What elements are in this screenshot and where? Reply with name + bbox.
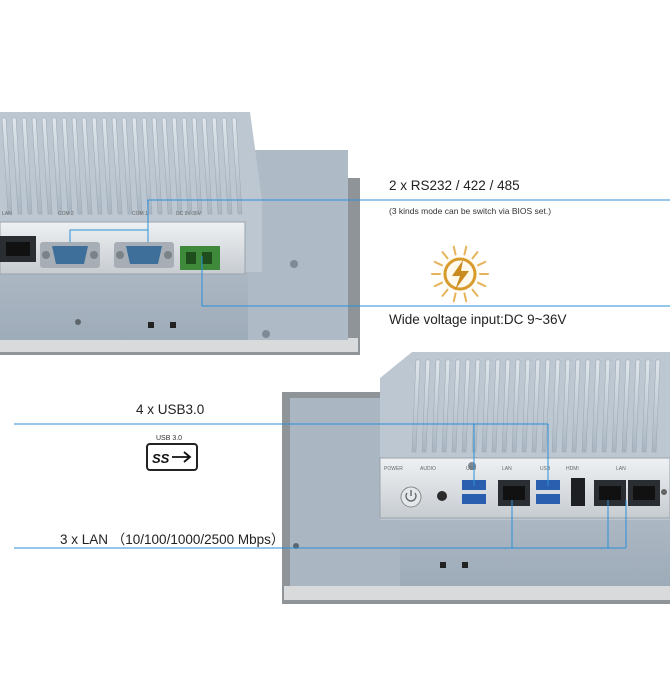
heatsink-fin (541, 359, 551, 453)
heatsink-fin (611, 359, 621, 453)
heatsink-fin (591, 359, 601, 453)
heatsink-fin (151, 117, 163, 215)
bottom-heatsink-fins (411, 359, 661, 453)
callout-lines (14, 199, 670, 549)
usb-port (462, 494, 486, 504)
heatsink-fin (171, 117, 183, 215)
usb3-logo-icon: SS USB 3.0 (146, 435, 198, 471)
heatsink-fin (521, 359, 531, 453)
heatsink-fin (71, 117, 83, 215)
lightning-ray (477, 260, 487, 267)
usb-logo-mark: SS (152, 451, 170, 466)
bottom-label-lan2: LAN (616, 466, 626, 472)
bottom-label-audio: AUDIO (420, 466, 436, 472)
lightning-ray (471, 288, 479, 297)
usb-port (536, 494, 560, 504)
audio-jack (437, 491, 447, 501)
bottom-label-usb2: USB (540, 466, 551, 472)
heatsink-fin (561, 359, 571, 453)
bottom-panel-pc: POWER AUDIO USB LAN USB HDMI LAN (282, 352, 670, 604)
lightning-ray (463, 245, 468, 256)
serial-callout-title: 2 x RS232 / 422 / 485 (389, 178, 520, 193)
heatsink-fin (601, 359, 611, 453)
power-callout-title: Wide voltage input:DC 9~36V (389, 312, 567, 327)
top-label-dc: DC 9V-36V (176, 211, 202, 217)
heatsink-fin (91, 117, 103, 215)
top-label-com1: COM 1 (132, 211, 148, 217)
lightning-bolt-icon (428, 242, 492, 306)
heatsink-fin (461, 359, 471, 453)
heatsink-fin (1, 117, 13, 215)
com1-port (114, 242, 174, 268)
heatsink-fin (581, 359, 591, 453)
heatsink-fin (481, 359, 491, 453)
lightning-ray (441, 288, 449, 297)
top-panel-pc: LAN COM 2 COM 1 DC 9V-36V (0, 112, 360, 355)
com2-port (40, 242, 100, 268)
lightning-ray (441, 251, 449, 260)
heatsink-fin (21, 117, 33, 215)
lightning-ray (433, 260, 443, 267)
heatsink-fin (491, 359, 501, 453)
heatsink-fin (651, 359, 661, 453)
heatsink-fin (211, 117, 223, 215)
heatsink-fin (431, 359, 441, 453)
heatsink-fin (221, 117, 233, 215)
usb-callout-title: 4 x USB3.0 (136, 402, 205, 417)
heatsink-fin (51, 117, 63, 215)
top-label-com2: COM 2 (58, 211, 74, 217)
heatsink-fin (181, 117, 193, 215)
heatsink-fin (441, 359, 451, 453)
heatsink-fin (621, 359, 631, 453)
heatsink-fin (41, 117, 53, 215)
heatsink-fin (551, 359, 561, 453)
top-label-lan: LAN (2, 211, 12, 217)
power-callout-line (201, 256, 670, 307)
heatsink-fin (501, 359, 511, 453)
heatsink-fin (411, 359, 421, 453)
heatsink-fin (121, 117, 133, 215)
top-heatsink-fins (1, 117, 243, 215)
heatsink-fin (31, 117, 43, 215)
heatsink-fin (571, 359, 581, 453)
bottom-label-lan1: LAN (502, 466, 512, 472)
heatsink-fin (101, 117, 113, 215)
heatsink-fin (631, 359, 641, 453)
lightning-ray (477, 281, 487, 288)
serial-bracket-line (69, 229, 149, 242)
heatsink-fin (61, 117, 73, 215)
heatsink-fin (191, 117, 203, 215)
lan-callout-title: 3 x LAN （10/100/1000/2500 Mbps） (60, 532, 285, 547)
lightning-ray (452, 292, 457, 303)
heatsink-fin (231, 117, 243, 215)
heatsink-fin (201, 117, 213, 215)
heatsink-fin (451, 359, 461, 453)
heatsink-fin (141, 117, 153, 215)
usb-logo-caption: USB 3.0 (156, 435, 182, 442)
dc-terminal (180, 246, 220, 270)
bottom-label-power: POWER (384, 466, 403, 472)
heatsink-fin (131, 117, 143, 215)
heatsink-fin (81, 117, 93, 215)
bottom-label-hdmi: HDMI (566, 466, 579, 472)
serial-callout-note: (3 kinds mode can be switch via BIOS set… (389, 206, 552, 216)
lightning-ray (433, 281, 443, 288)
lightning-ray (463, 292, 468, 303)
serial-callout-line (147, 199, 670, 230)
power-button-icon (400, 486, 422, 508)
heatsink-fin (161, 117, 173, 215)
bottom-label-usb1: USB (466, 466, 477, 472)
heatsink-fin (11, 117, 23, 215)
lightning-ray (452, 245, 457, 256)
heatsink-fin (641, 359, 651, 453)
heatsink-fin (531, 359, 541, 453)
hdmi-port (571, 478, 585, 506)
heatsink-fin (511, 359, 521, 453)
heatsink-fin (111, 117, 123, 215)
heatsink-fin (421, 359, 431, 453)
lightning-ray (471, 251, 479, 260)
